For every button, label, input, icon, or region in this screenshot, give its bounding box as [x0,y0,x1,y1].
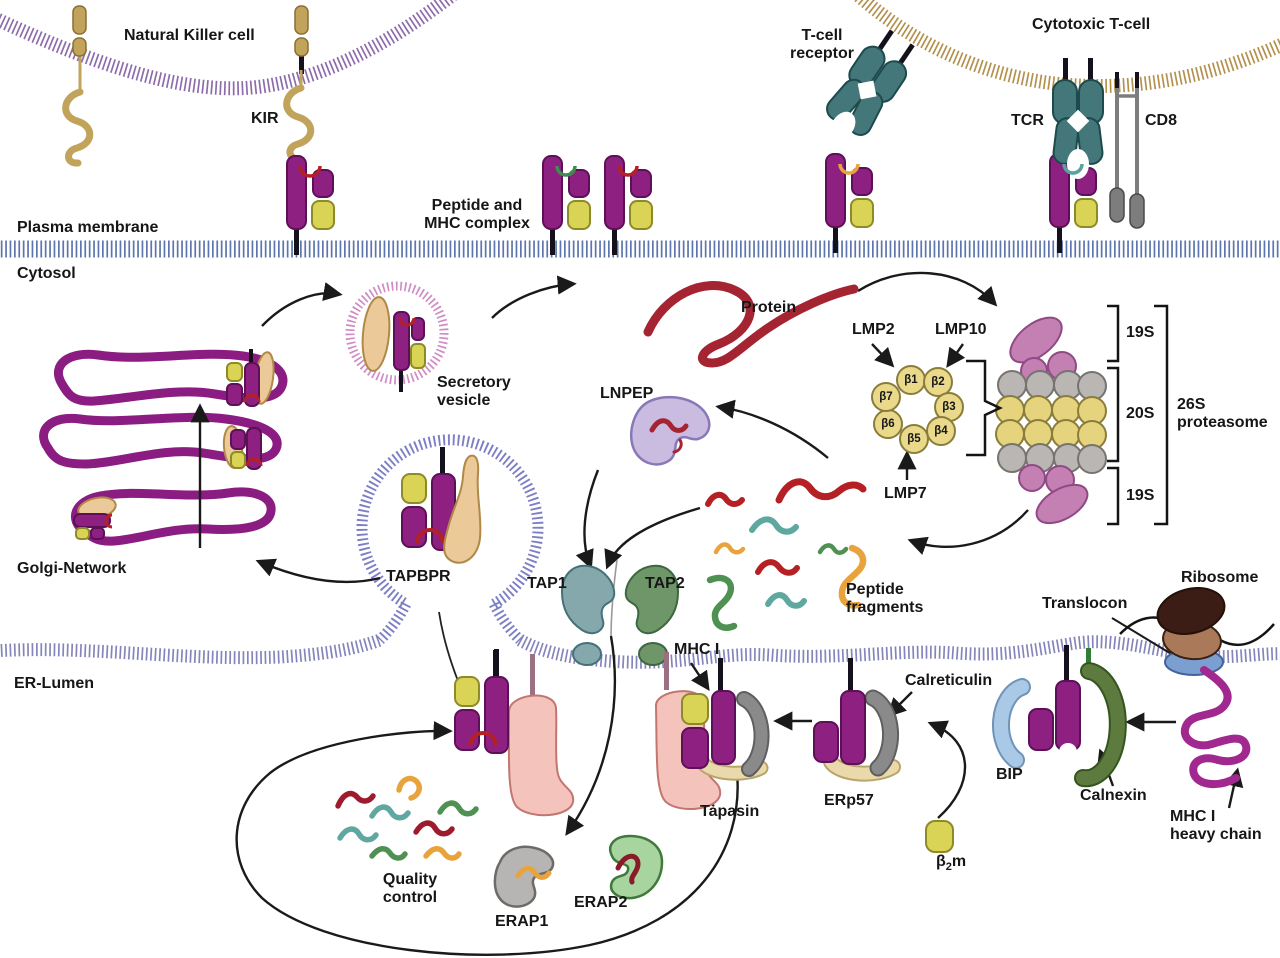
cytosol-label: Cytosol [17,265,76,282]
lnpep-enzyme [630,395,711,466]
lmp7-label: LMP7 [884,485,927,502]
ribosome [1119,587,1275,661]
secretory-vesicle-label: Secretory vesicle [437,374,511,409]
beta-subunit-ring [871,365,964,454]
proteasome-26s-label: 26S proteasome [1177,396,1268,431]
erp57-label: ERp57 [824,792,874,809]
flow-arrows [235,271,1244,956]
mhc-complex-orange-peptide [825,153,874,254]
teal-peptide-arc [1062,163,1084,175]
beta3-label: β3 [942,401,956,413]
ribosome-label: Ribosome [1181,569,1259,586]
bip-calnexin-complex [992,645,1127,788]
peptide-loading-complex [654,652,770,810]
nk-cell-membrane [0,0,458,96]
tapbpr-protein [443,454,482,564]
beta2-label: β2 [931,376,945,388]
nk-cell-label: Natural Killer cell [124,27,255,44]
erap2-label: ERAP2 [574,894,628,911]
tapbpr-label: TAPBPR [386,568,451,585]
mhc-tapasin-loaded-complex [454,649,575,817]
erap1-enzyme [493,845,555,908]
golgi-label: Golgi-Network [17,560,127,577]
beta7-label: β7 [879,391,893,403]
peptide-mhc-label: Peptide and MHC complex [424,197,530,232]
peptide-fragments-cluster [705,478,867,631]
tcell-receptor-label: T-cell receptor [789,27,855,62]
lnpep-label: LNPEP [600,385,654,402]
mhc-heavy-chain-label: MHC I heavy chain [1170,808,1262,843]
beta1-label: β1 [904,374,918,386]
kir-receptor-left [62,5,94,167]
erap1-label: ERAP1 [495,913,549,930]
translocon-label: Translocon [1042,595,1128,612]
mhc-i-label: MHC I [674,641,720,658]
s20-label: 20S [1126,405,1155,422]
b2m-subunit [925,820,954,853]
protein-squiggle [643,281,859,368]
s19-bottom-label: 19S [1126,487,1155,504]
mhc-complex-green-peptide [542,155,591,256]
peptide-fragments-label: Peptide fragments [846,581,924,616]
tapbpr-vesicle [356,434,544,644]
beta4-label: β4 [934,425,948,437]
proteasome-26s [995,316,1107,525]
kir-label: KIR [251,110,279,127]
mhc-complex-red-peptide [604,155,653,256]
ring-to-proteasome-bracket [966,359,1003,457]
tapasin-label: Tapasin [700,803,760,820]
quality-control-label: Quality control [382,871,438,906]
tap1-label: TAP1 [527,575,567,592]
calreticulin-label: Calreticulin [905,672,993,689]
secretory-vesicle [345,281,449,392]
tap2-label: TAP2 [645,575,685,592]
golgi-mhc-cargo [73,349,275,540]
proteasome-brackets [1107,304,1169,526]
s19-top-label: 19S [1126,324,1155,341]
erap2-enzyme [609,834,664,900]
kir-receptor [283,5,315,163]
b2m-label: β2m [936,853,967,874]
tcr-label: TCR [1011,112,1044,129]
mhc-complex-nk [286,155,335,256]
tap-transporter [560,564,680,666]
beta5-label: β5 [907,433,921,445]
calnexin-label: Calnexin [1080,787,1147,804]
cd8-label: CD8 [1145,112,1178,129]
cytotoxic-tcell-label: Cytotoxic T-cell [1032,16,1151,33]
cd8-coreceptor [1109,72,1145,229]
lmp10-label: LMP10 [935,321,987,338]
protein-label: Protein [741,299,797,316]
lmp2-label: LMP2 [852,321,895,338]
calreticulin-erp57-complex [813,658,901,782]
mhc-heavy-chain-squiggle [1180,666,1251,789]
plasma-membrane-label: Plasma membrane [17,219,159,236]
beta6-label: β6 [881,418,895,430]
bip-label: BIP [996,766,1023,783]
er-membrane-left [0,633,383,665]
tcr-bound [1051,57,1105,180]
quality-control-peptides [335,775,479,861]
er-lumen-label: ER-Lumen [14,675,94,692]
